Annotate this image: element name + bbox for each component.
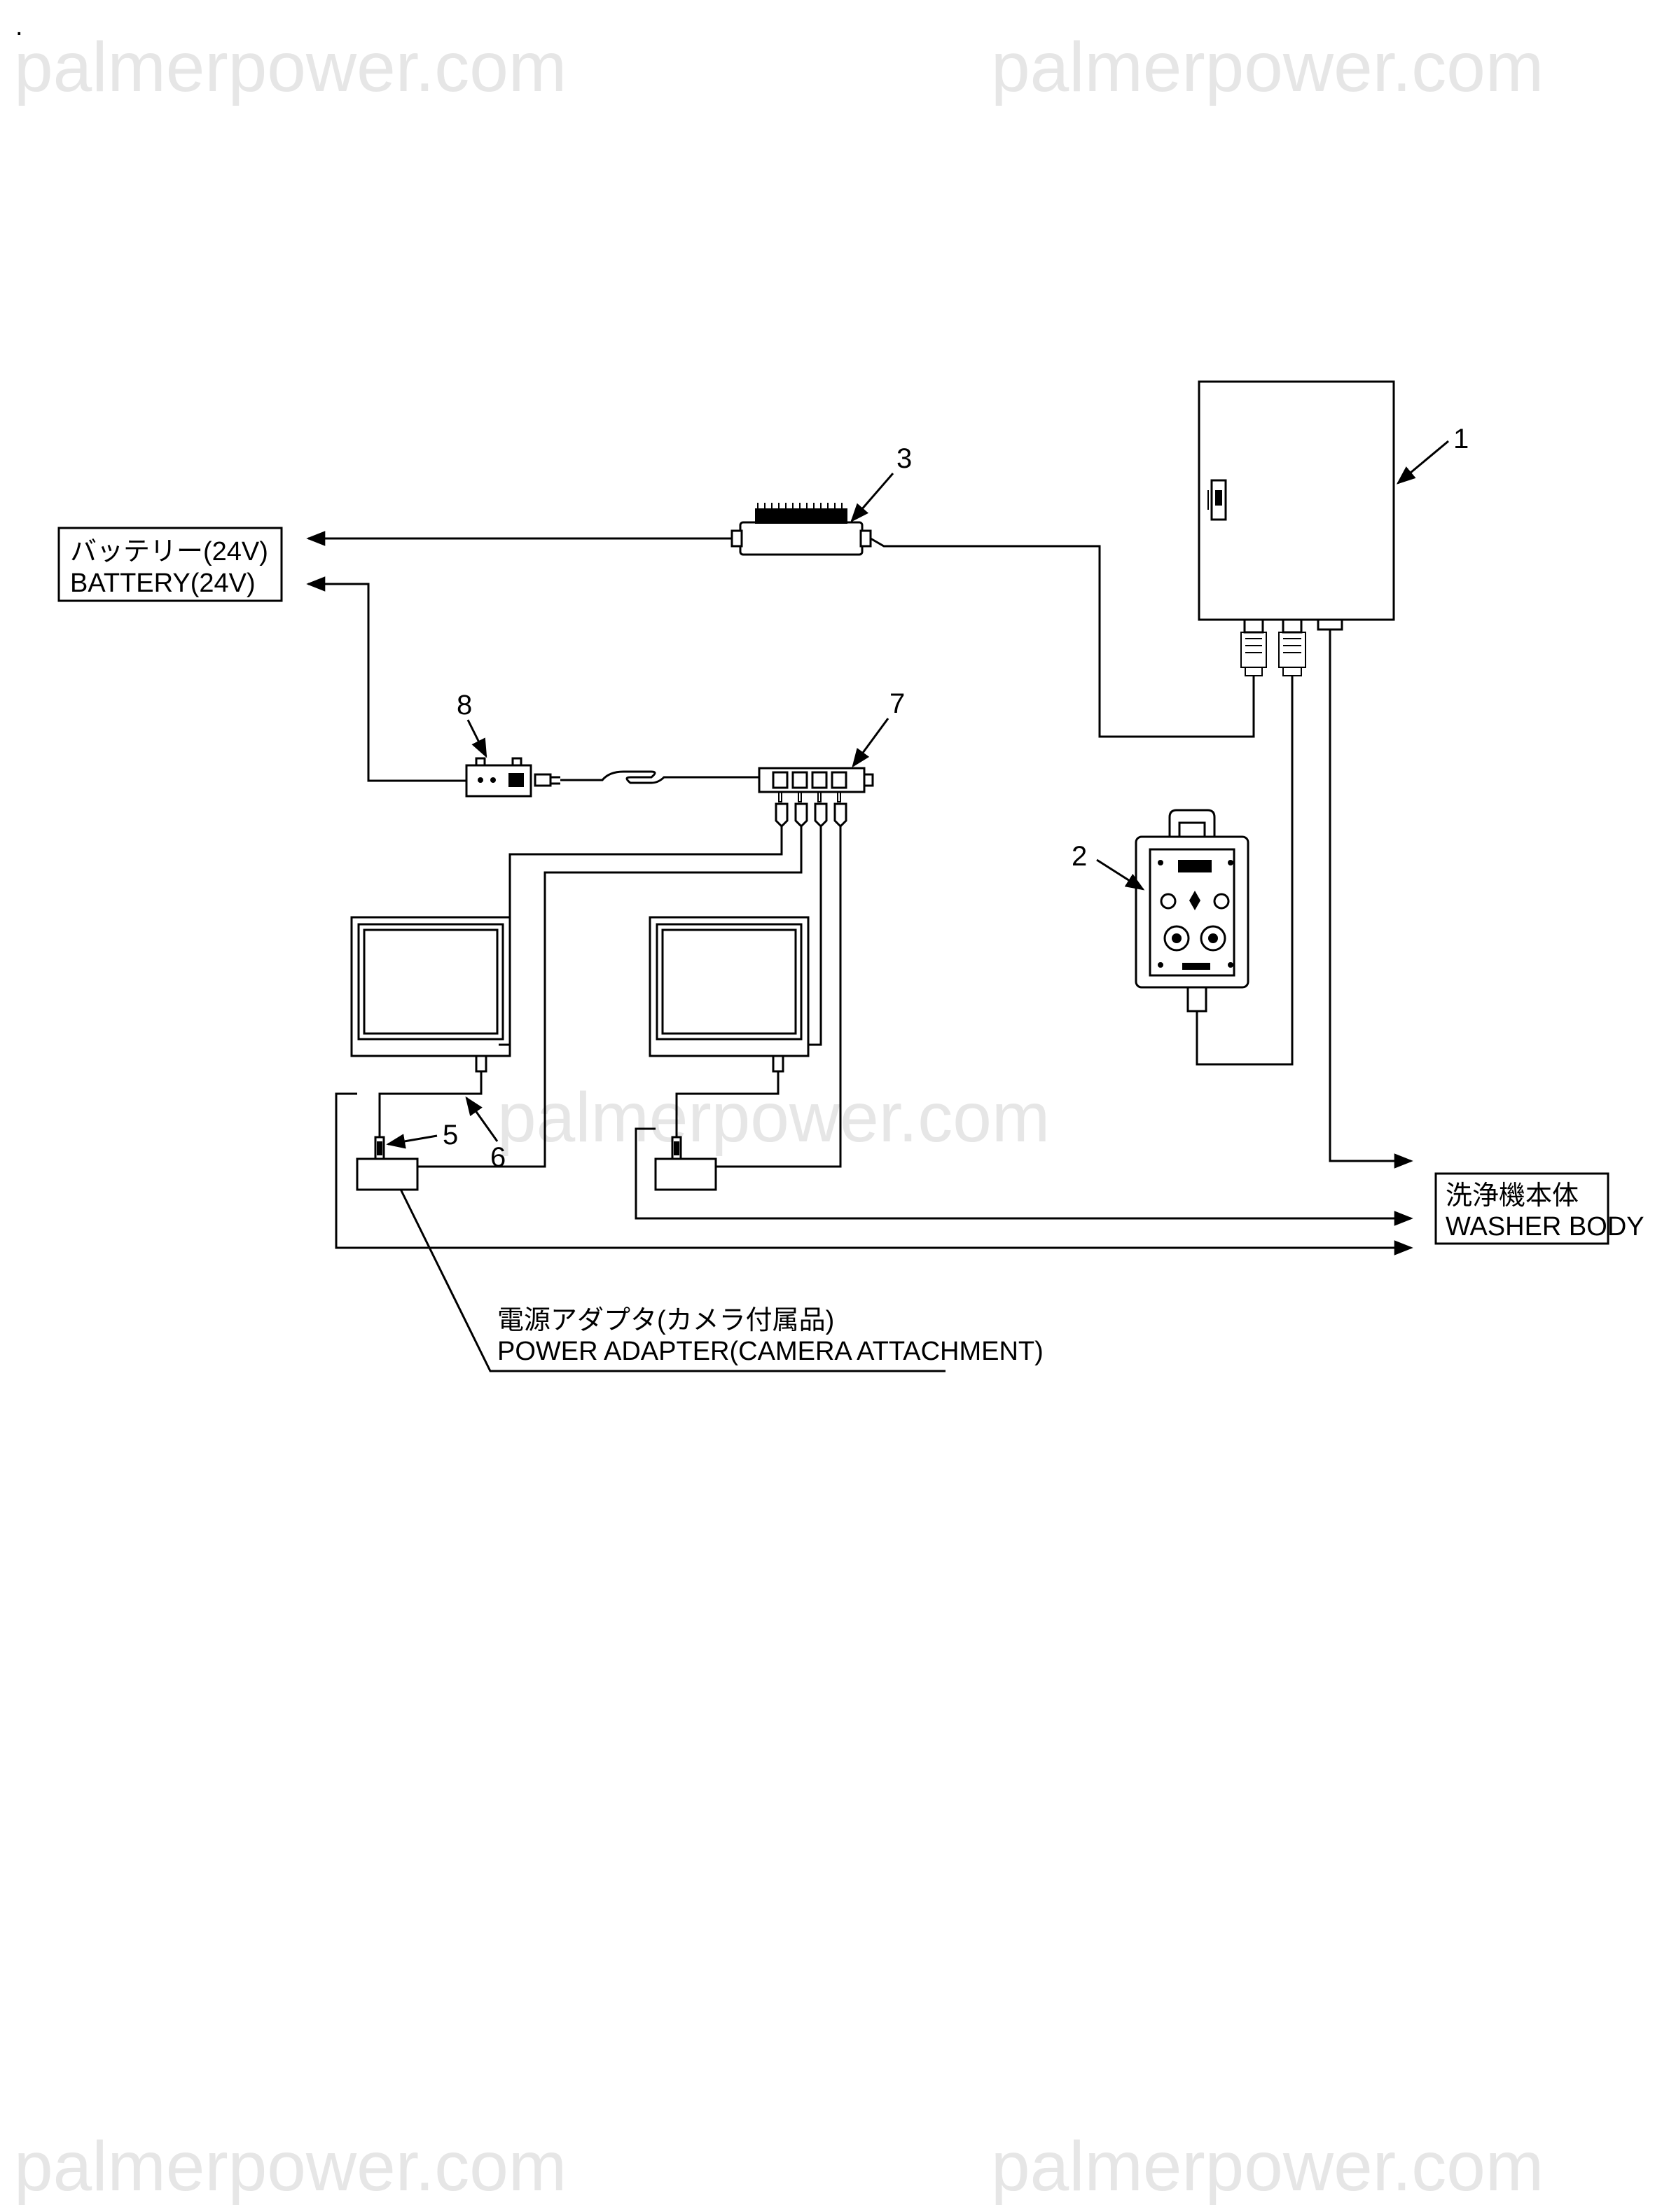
battery-label-jp: バッテリー(24V) — [70, 537, 268, 566]
callout-6: 6 — [490, 1142, 506, 1173]
watermark-bottom-right: palmerpower.com — [991, 2127, 1544, 2206]
washer-body-label: 洗浄機本体 WASHER BODY — [1434, 1172, 1644, 1245]
power-strip — [758, 767, 874, 828]
page-mark: . — [15, 12, 23, 41]
callouts: 1 2 3 5 6 7 8 — [386, 424, 1469, 1173]
monitor-left — [350, 916, 511, 1073]
power-adapter-label: 電源アダプタ(カメラ付属品) POWER ADAPTER(CAMERA ATTA… — [388, 1164, 1044, 1372]
power-adapter-label-en: POWER ADAPTER(CAMERA ATTACHMENT) — [497, 1337, 1044, 1366]
control-box — [1198, 380, 1395, 676]
battery-label: バッテリー(24V) BATTERY(24V) — [57, 527, 283, 602]
power-adapter-right — [654, 1136, 717, 1191]
inverter — [465, 757, 560, 798]
washer-body-label-en: WASHER BODY — [1446, 1212, 1644, 1241]
power-adapter-label-jp: 電源アダプタ(カメラ付属品) — [497, 1306, 834, 1335]
watermark-bottom-left: palmerpower.com — [14, 2127, 567, 2206]
callout-2: 2 — [1072, 841, 1087, 872]
callout-3: 3 — [896, 443, 912, 474]
watermark-center: palmerpower.com — [497, 1078, 1050, 1157]
remote-controller — [1135, 809, 1249, 1013]
callout-7: 7 — [889, 688, 905, 719]
callout-5: 5 — [443, 1120, 458, 1150]
power-adapter-leader — [388, 1164, 946, 1372]
callout-1: 1 — [1453, 424, 1469, 454]
control-box-handle — [1215, 490, 1222, 506]
watermark-top-right: palmerpower.com — [991, 28, 1544, 106]
monitor-right — [649, 916, 810, 1073]
washer-body-label-jp: 洗浄機本体 — [1446, 1181, 1579, 1211]
wiring — [306, 531, 1413, 1255]
watermark-top-left: palmerpower.com — [14, 28, 567, 106]
battery-label-en: BATTERY(24V) — [70, 569, 256, 598]
converter — [730, 503, 872, 556]
power-adapter-left — [356, 1136, 419, 1191]
callout-8: 8 — [457, 690, 472, 721]
